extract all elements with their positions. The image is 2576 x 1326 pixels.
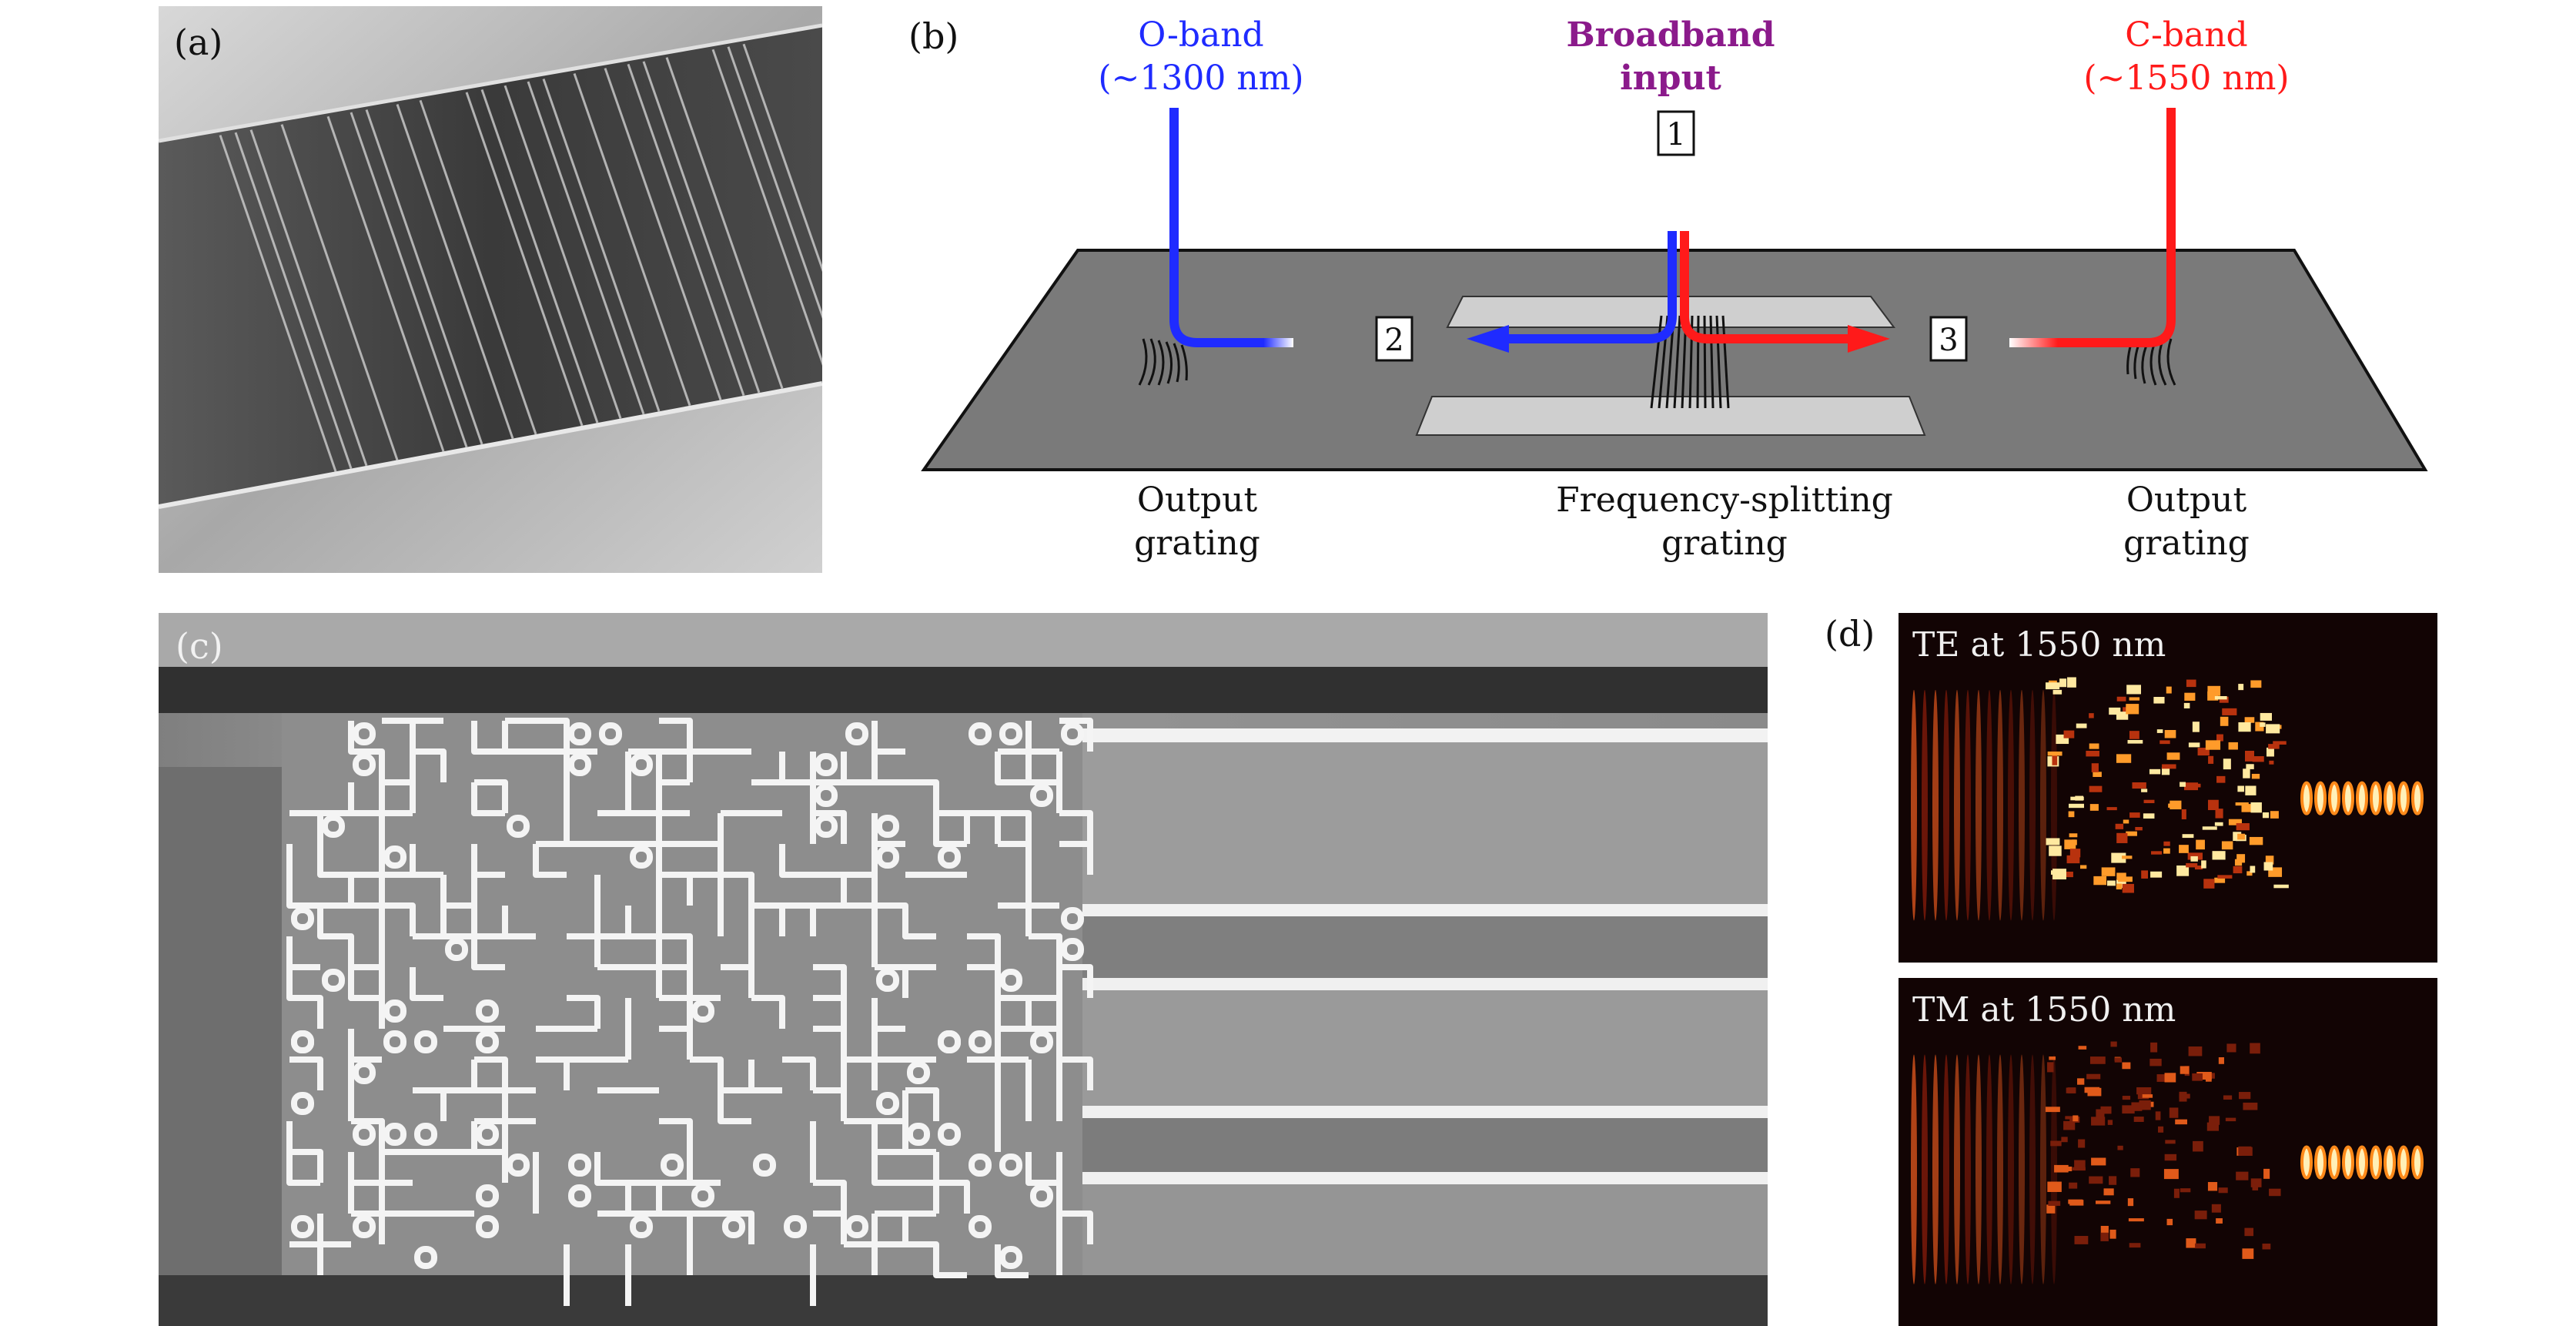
te-field-graphic: [1899, 613, 2437, 963]
panel-c-graphic: [159, 613, 1768, 1326]
caption-left-output-grating: Output grating: [1082, 479, 1313, 565]
o-band-name: O-band: [1138, 15, 1264, 55]
lower-bar: [1415, 396, 1926, 436]
inverse-design-pattern: [286, 718, 1093, 1306]
o-band-arrowhead: [1467, 325, 1509, 353]
caption-center-line2: grating: [1661, 524, 1788, 563]
caption-right-line2: grating: [2123, 524, 2250, 563]
c-band-label: C-band (∼1550 nm): [2032, 14, 2340, 100]
panel-d-te-field: TE at 1550 nm: [1899, 613, 2437, 963]
panel-a-sem-image: (a): [159, 6, 822, 573]
caption-left-line2: grating: [1134, 524, 1260, 563]
te-title: TE at 1550 nm: [1912, 625, 2166, 665]
o-band-output-beam: [1169, 108, 1293, 347]
port-3-box: 3: [1929, 316, 1968, 362]
panel-b-label: (b): [908, 15, 959, 57]
caption-center-line1: Frequency-splitting: [1556, 481, 1893, 520]
schematic-drawing: 1 2 3: [921, 108, 2428, 471]
c-band-beam: [1680, 231, 1855, 343]
panel-c-sem-image: (c): [159, 613, 1768, 1326]
c-band-wavelength: (∼1550 nm): [2083, 59, 2290, 98]
caption-left-line1: Output: [1136, 481, 1258, 520]
tm-field-graphic: [1899, 978, 2437, 1326]
broadband-input: input: [1620, 59, 1721, 98]
port-3-text: 3: [1939, 323, 1958, 358]
c-band-name: C-band: [2125, 15, 2248, 55]
caption-right-output-grating: Output grating: [2071, 479, 2302, 565]
output-waveguides: [1082, 728, 1768, 1275]
tm-title: TM at 1550 nm: [1912, 990, 2176, 1030]
o-band-wavelength: (∼1300 nm): [1098, 59, 1304, 98]
chip-substrate: [921, 249, 2428, 471]
panel-c-label: (c): [176, 625, 223, 667]
panel-a-graphic: [159, 6, 822, 573]
port-1-box: 1: [1657, 110, 1695, 156]
o-band-beam: [1501, 231, 1677, 343]
o-band-label: O-band (∼1300 nm): [1047, 14, 1355, 100]
port-2-box: 2: [1375, 316, 1413, 362]
left-output-grating: [1138, 338, 1188, 386]
port-2-text: 2: [1384, 323, 1403, 358]
panel-a-label: (a): [174, 22, 223, 63]
port-1-text: 1: [1666, 117, 1685, 152]
broadband-input-label: Broadband input: [1509, 14, 1832, 100]
c-band-output-beam: [2009, 108, 2176, 347]
caption-right-line1: Output: [2126, 481, 2247, 520]
caption-frequency-splitting-grating: Frequency-splitting grating: [1463, 479, 1986, 565]
c-band-arrowhead: [1848, 325, 1890, 353]
broadband-name: Broadband: [1566, 15, 1775, 55]
panel-d-label: (d): [1825, 613, 1875, 655]
panel-d-tm-field: TM at 1550 nm: [1899, 978, 2437, 1326]
panel-b-schematic: (b) O-band (∼1300 nm) Broadband input C-…: [893, 0, 2448, 585]
